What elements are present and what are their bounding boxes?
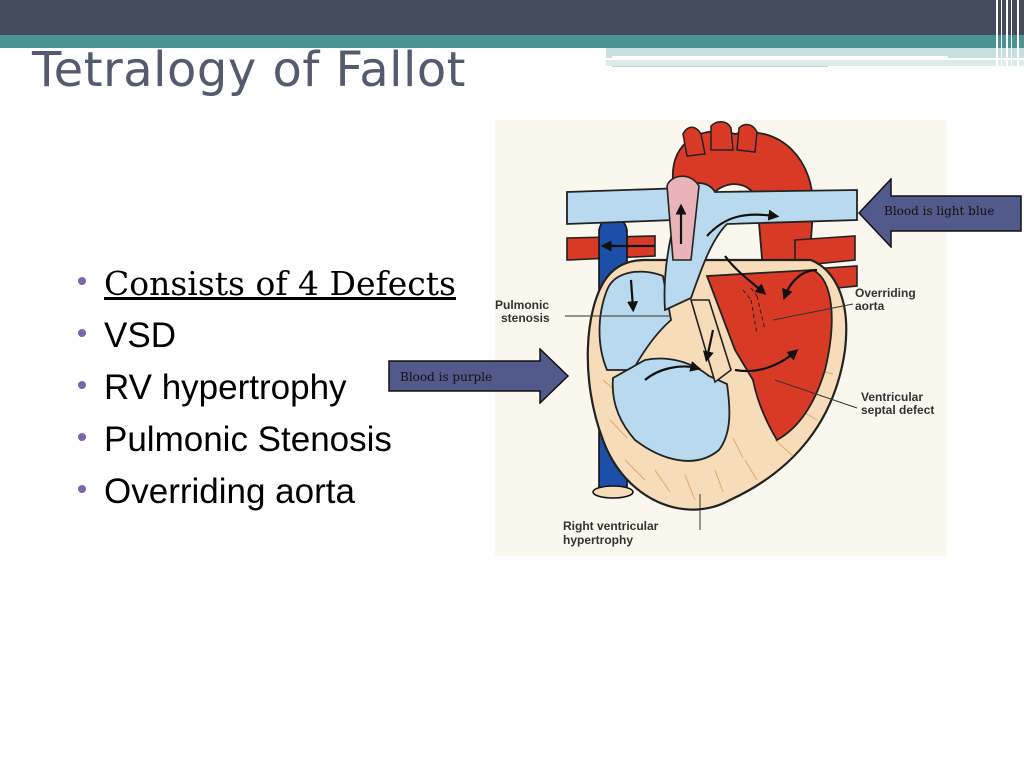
bullet-dot [78, 433, 86, 441]
bullet-item: RV hypertrophy [74, 362, 456, 414]
label-overriding-aorta: Overriding [855, 286, 916, 300]
label-ventricular-septal-defect: Ventricular [861, 390, 923, 404]
top-banner [0, 0, 1024, 35]
bullet-item: VSD [74, 310, 456, 362]
left-ventricle [705, 269, 833, 442]
label-rv-hypertrophy: hypertrophy [563, 533, 633, 547]
callout-purple [388, 348, 570, 404]
right-atrium [598, 270, 672, 371]
banner-line [612, 56, 948, 58]
callout-light-blue [858, 178, 1022, 248]
aorta-shape [672, 121, 814, 271]
bullet-list: Consists of 4 Defects VSD RV hypertrophy… [74, 258, 456, 518]
aortic-root [666, 175, 700, 261]
bullet-item: Pulmonic Stenosis [74, 414, 456, 466]
pulmonary-artery [566, 182, 858, 312]
right-ventricle [611, 357, 731, 462]
inferior-vena-cava [592, 485, 634, 499]
banner-accent [606, 48, 1024, 58]
banner-accent-lower [606, 60, 1024, 66]
bullet-dot [78, 485, 86, 493]
bullet-text: Overriding aorta [104, 472, 355, 511]
label-ventricular-septal-defect: septal defect [861, 403, 934, 417]
bullet-text: Consists of 4 Defects [104, 264, 456, 303]
top-banner-stripe [0, 35, 1024, 48]
bullet-dot [78, 277, 86, 285]
bullet-dot [78, 381, 86, 389]
label-pulmonic-stenosis: stenosis [501, 311, 550, 325]
slide-title: Tetralogy of Fallot [32, 42, 466, 98]
label-leaders [565, 303, 858, 530]
bullet-text: RV hypertrophy [104, 368, 347, 407]
label-rv-hypertrophy: Right ventricular [563, 519, 659, 533]
bullet-text: VSD [104, 316, 176, 355]
heart-diagram: Pulmonic stenosis Overriding aorta Ventr… [495, 120, 947, 556]
callout-purple-text: Blood is purple [400, 370, 493, 384]
banner-line [612, 66, 828, 67]
bullet-text: Pulmonic Stenosis [104, 420, 392, 459]
label-overriding-aorta: aorta [855, 299, 885, 313]
bullet-item: Overriding aorta [74, 466, 456, 518]
bullet-item: Consists of 4 Defects [74, 258, 456, 310]
bullet-dot [78, 329, 86, 337]
banner-vertical-stripes [992, 0, 1024, 72]
callout-light-blue-text: Blood is light blue [884, 204, 995, 218]
label-pulmonic-stenosis: Pulmonic [495, 298, 549, 312]
flow-arrows [600, 203, 818, 381]
